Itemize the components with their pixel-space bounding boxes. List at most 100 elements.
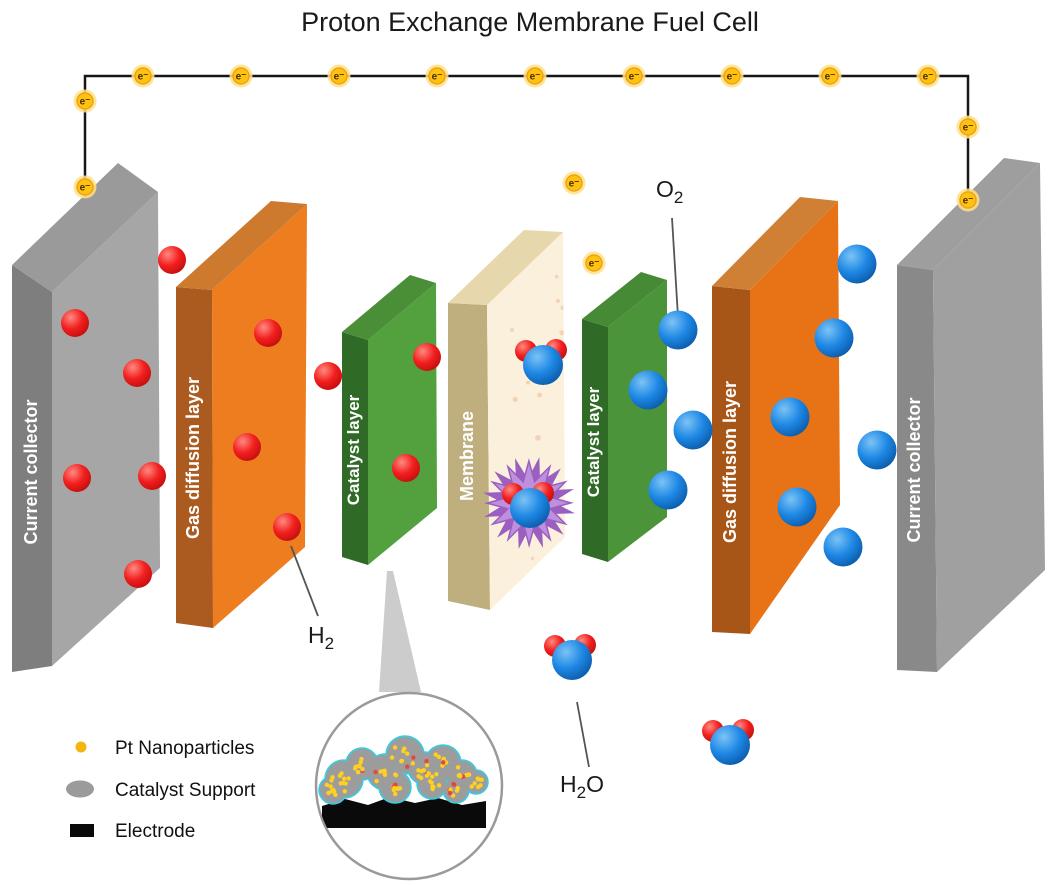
electron-glyph: e⁻ bbox=[530, 72, 541, 83]
pt-nanoparticle-dot bbox=[341, 776, 347, 781]
pt-nanoparticle-dot bbox=[401, 748, 406, 754]
pt-nanoparticle-dot bbox=[429, 774, 435, 779]
electron-symbol: e⁻ bbox=[523, 64, 547, 88]
pt-nanoparticle-dot bbox=[360, 767, 365, 772]
o2-label-base: O bbox=[656, 176, 674, 202]
layer-label-gas-diffusion-right: Gas diffusion layer bbox=[720, 381, 740, 543]
catalyst-support-swatch bbox=[66, 780, 94, 798]
electron-glyph: e⁻ bbox=[80, 97, 91, 108]
layer-label-catalyst-left: Catalyst layer bbox=[344, 394, 363, 505]
pt-nanoparticle-dot bbox=[338, 781, 344, 786]
electron-core bbox=[959, 191, 977, 209]
annotation-lines bbox=[290, 217, 679, 768]
pt-nanoparticle-dot bbox=[436, 783, 442, 788]
h2-molecule bbox=[123, 359, 151, 387]
pt-nanoparticle-dot bbox=[450, 793, 456, 798]
electron-core bbox=[76, 92, 94, 110]
electron-glyph: e⁻ bbox=[138, 72, 149, 83]
membrane-speckle bbox=[537, 392, 543, 398]
pt-nanoparticle-dot bbox=[424, 773, 430, 778]
membrane-speckle bbox=[535, 435, 541, 441]
electrons-layer: e⁻e⁻e⁻e⁻e⁻e⁻e⁻e⁻e⁻e⁻e⁻e⁻e⁻e⁻e⁻ bbox=[73, 64, 980, 275]
h2-pointer-line bbox=[290, 545, 319, 617]
slab-side-face bbox=[582, 319, 608, 562]
h2-label-base: H bbox=[308, 622, 325, 648]
slab-front-face bbox=[933, 163, 1045, 672]
electron-glyph: e⁻ bbox=[963, 196, 974, 207]
layer-gas-diffusion-left: Gas diffusion layer bbox=[176, 201, 307, 628]
o2-molecule bbox=[673, 410, 713, 450]
membrane-speckle bbox=[555, 298, 560, 304]
electron-glyph: e⁻ bbox=[569, 179, 580, 190]
membrane-speckle bbox=[560, 305, 565, 311]
legend-label-pt: Pt Nanoparticles bbox=[115, 738, 254, 759]
pt-nanoparticle-dot bbox=[469, 784, 474, 789]
electron-core bbox=[723, 67, 741, 85]
slab-top-face bbox=[12, 163, 158, 292]
layer-label-membrane: Membrane bbox=[457, 411, 477, 501]
h2-molecule bbox=[124, 560, 152, 588]
pt-nanoparticle-dot bbox=[436, 754, 442, 760]
water-molecule bbox=[544, 634, 596, 680]
pt-nanoparticle-dot bbox=[429, 780, 434, 785]
layer-label-current-collector-left: Current collector bbox=[21, 399, 41, 544]
pt-nanoparticle-dot bbox=[458, 773, 463, 779]
electron-glyph: e⁻ bbox=[236, 72, 247, 83]
slab-top-face bbox=[342, 275, 436, 340]
electrode-swatch bbox=[70, 824, 94, 837]
h2-molecule bbox=[314, 362, 342, 390]
pt-nanoparticle-dot bbox=[410, 761, 416, 766]
pt-nanoparticle-dot bbox=[465, 772, 470, 778]
pt-nanoparticle-dot bbox=[356, 763, 362, 769]
pt-nanoparticle-dot bbox=[392, 745, 398, 750]
electron-symbol: e⁻ bbox=[582, 251, 606, 275]
h2o-label-base: H bbox=[560, 771, 577, 797]
layer-catalyst-left: Catalyst layer bbox=[342, 275, 437, 565]
layer-label-catalyst-right: Catalyst layer bbox=[584, 386, 603, 497]
slab-side-face bbox=[712, 286, 750, 634]
pt-nanoparticle-dot bbox=[419, 768, 424, 774]
pt-nanoparticle-dot bbox=[382, 772, 388, 777]
pt-nanoparticle-dot bbox=[405, 764, 410, 769]
slab-side-face bbox=[176, 287, 213, 628]
slab-top-face bbox=[712, 197, 838, 290]
pt-nanoparticle-dot bbox=[355, 770, 361, 775]
layer-catalyst-right: Catalyst layer bbox=[582, 272, 667, 562]
electron-glyph: e⁻ bbox=[334, 72, 345, 83]
slab-side-face bbox=[12, 265, 52, 672]
slab-top-face bbox=[176, 201, 307, 290]
electron-core bbox=[625, 67, 643, 85]
pt-nanoparticle-dot bbox=[328, 784, 333, 789]
legend: Pt Nanoparticles Catalyst Support Electr… bbox=[66, 738, 256, 842]
water-molecule bbox=[515, 339, 567, 385]
slab-side-face bbox=[448, 303, 490, 610]
electron-core bbox=[565, 174, 583, 192]
layer-current-collector-left: Current collector bbox=[12, 163, 160, 672]
layer-label-gas-diffusion-left: Gas diffusion layer bbox=[183, 377, 203, 539]
slab-top-face bbox=[582, 272, 667, 327]
h2-molecule bbox=[138, 462, 166, 490]
water-oxygen-atom bbox=[552, 640, 592, 680]
membrane-speckle bbox=[528, 578, 535, 584]
pt-nanoparticle-dot bbox=[373, 769, 378, 775]
electron-core bbox=[232, 67, 250, 85]
pt-nanoparticle-dot bbox=[479, 777, 484, 782]
electron-glyph: e⁻ bbox=[589, 259, 600, 270]
pt-nanoparticle-dot bbox=[448, 787, 453, 792]
o2-pointer-line bbox=[671, 217, 679, 318]
catalyst-inset-content bbox=[318, 735, 489, 828]
magnifier-funnel bbox=[379, 571, 421, 692]
o2-molecule bbox=[857, 430, 897, 470]
membrane-speckle bbox=[554, 274, 559, 279]
slab-front-face bbox=[608, 280, 667, 562]
o2-molecule bbox=[814, 318, 854, 358]
pt-nanoparticle-dot bbox=[478, 783, 483, 788]
h2o-label-suffix: O bbox=[586, 771, 604, 797]
o2-molecule bbox=[628, 370, 668, 410]
pt-nanoparticle-dot bbox=[455, 785, 460, 791]
pt-nanoparticle-dot bbox=[455, 765, 461, 770]
slab-top-face bbox=[448, 230, 563, 305]
legend-label-support: Catalyst Support bbox=[115, 780, 256, 801]
